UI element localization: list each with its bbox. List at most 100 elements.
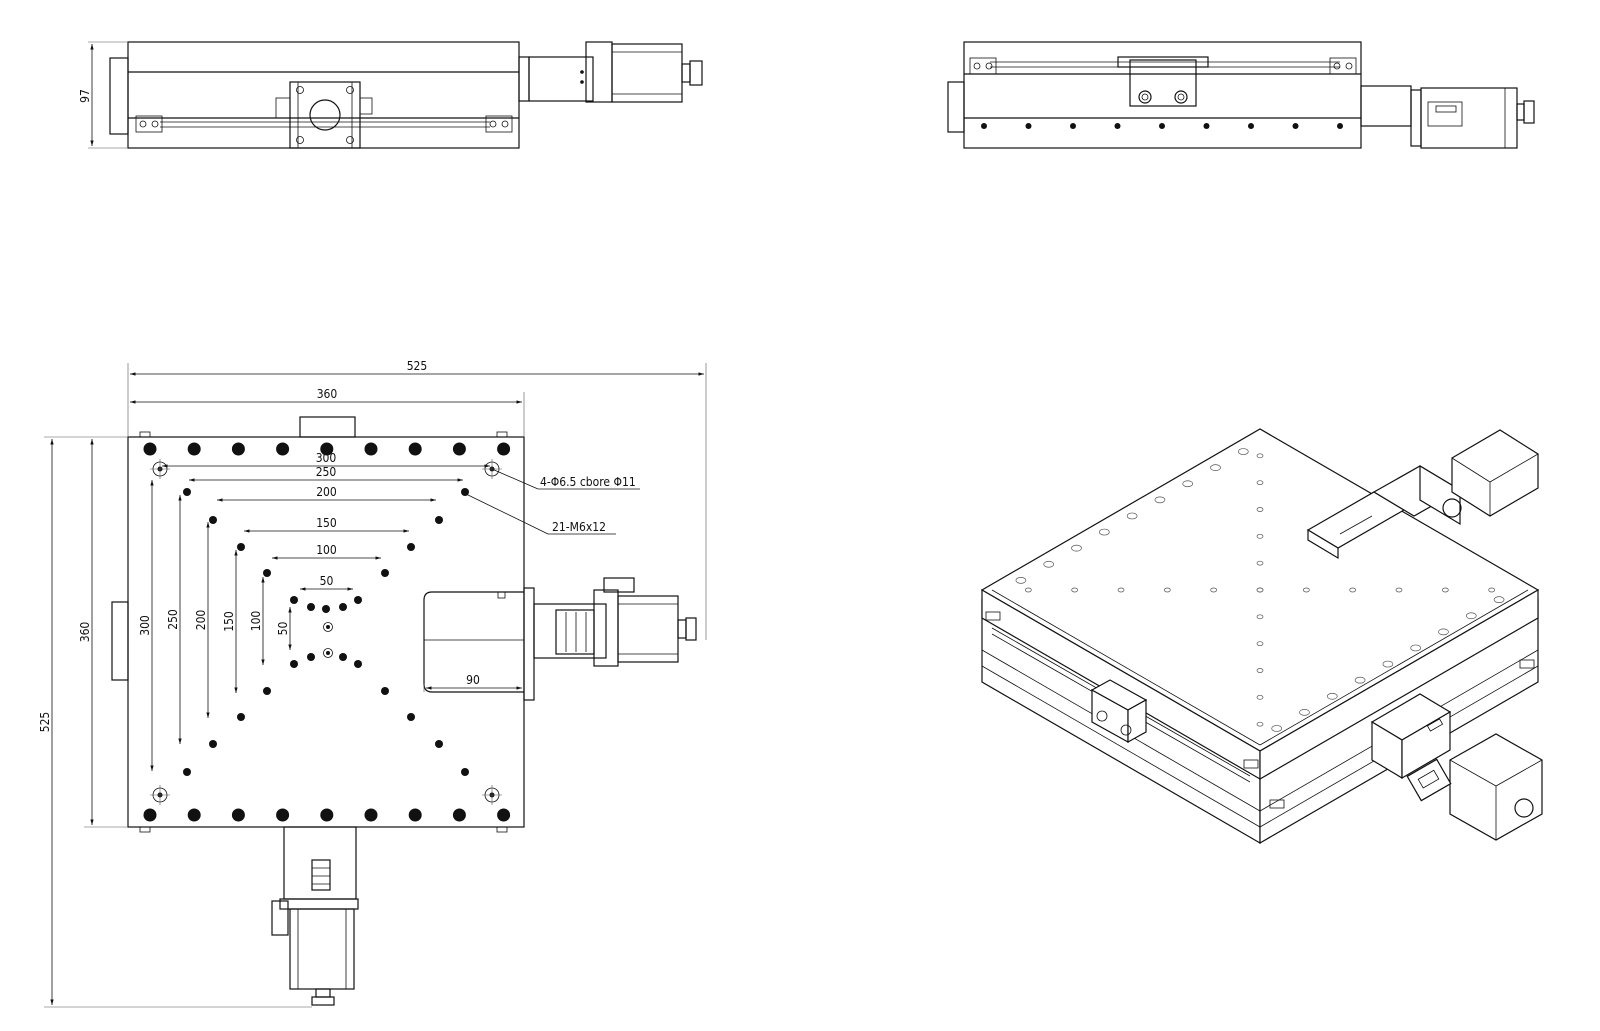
- side-bottom-holes: [981, 123, 1343, 129]
- iso-diag-hole: [1024, 587, 1032, 593]
- iso-edge-hole: [1126, 512, 1138, 520]
- callout-cbore: 4-Φ6.5 cbore Φ11: [540, 475, 636, 489]
- edge-hole-top: [143, 442, 157, 456]
- iso-edge-hole: [1438, 628, 1449, 636]
- iso-diag-hole: [1256, 560, 1264, 566]
- cbore-holes: [150, 459, 502, 805]
- iso-diag-hole: [1395, 587, 1403, 593]
- edge-hole-bottom: [497, 808, 511, 822]
- tapped-hole: [307, 603, 315, 611]
- tapped-hole: [407, 543, 415, 551]
- spacing-dim-label: 100: [316, 543, 337, 557]
- tapped-hole: [183, 488, 191, 496]
- dim-height-97: 97: [78, 89, 92, 103]
- tapped-hole: [263, 687, 271, 695]
- tapped-hole: [339, 603, 347, 611]
- iso-edge-hole: [1354, 676, 1366, 684]
- side-hole: [1248, 123, 1254, 129]
- iso-edge-hole: [1271, 725, 1283, 732]
- iso-edge-hole: [1237, 448, 1249, 455]
- edge-hole-bottom: [276, 808, 290, 822]
- callouts: 4-Φ6.5 cbore Φ11 21-M6x12: [465, 468, 640, 535]
- iso-edge-hole: [1465, 612, 1477, 620]
- iso-diag-hole: [1071, 587, 1079, 593]
- iso-diag-hole: [1256, 453, 1264, 459]
- isometric-view: [980, 428, 1543, 845]
- side-hole: [1070, 123, 1076, 129]
- edge-hole-bottom: [231, 808, 245, 822]
- edge-hole-bottom: [364, 808, 378, 822]
- iso-edge-hole: [1182, 480, 1194, 488]
- tapped-hole: [381, 569, 389, 577]
- iso-diag-hole: [1256, 480, 1264, 486]
- edge-hole-top: [231, 442, 245, 456]
- iso-edge-hole: [1382, 660, 1394, 668]
- tapped-hole: [435, 740, 443, 748]
- iso-edge-hole: [1210, 464, 1221, 471]
- tapped-hole: [381, 687, 389, 695]
- callout-tapped: 21-M6x12: [552, 520, 606, 534]
- iso-diag-hole: [1117, 587, 1125, 593]
- iso-diag-hole: [1256, 668, 1264, 673]
- side-hole: [981, 123, 987, 129]
- tapped-hole: [307, 653, 315, 661]
- dim-overall-height: 525: [38, 712, 52, 733]
- spacing-dim-label: 150: [316, 516, 337, 530]
- spacing-dim-label: 250: [316, 465, 337, 479]
- iso-edge-hole: [1071, 544, 1082, 552]
- side-hole: [1203, 123, 1210, 129]
- spacing-dim-label: 250: [166, 609, 180, 630]
- iso-hole-pattern: [1015, 448, 1505, 732]
- dim-bracket-width: 90: [466, 673, 480, 687]
- edge-hole-bottom: [452, 808, 466, 822]
- iso-edge-hole: [1098, 528, 1110, 536]
- iso-diag-hole: [1256, 694, 1264, 700]
- iso-edge-hole: [1410, 644, 1422, 652]
- iso-diag-hole: [1256, 721, 1264, 727]
- dim-overall-width: 525: [407, 359, 428, 373]
- tapped-hole: [183, 768, 191, 776]
- edge-hole-top: [497, 442, 511, 456]
- edge-hole-top: [408, 442, 422, 456]
- dim-table-height: 360: [78, 622, 92, 643]
- dim-table-width: 360: [317, 387, 338, 401]
- iso-edge-hole: [1493, 596, 1505, 604]
- iso-edge-hole: [1043, 560, 1055, 568]
- tapped-hole: [263, 569, 271, 577]
- edge-hole-top: [320, 442, 334, 456]
- side-hole: [1337, 123, 1343, 129]
- tapped-hole: [435, 516, 443, 524]
- iso-diag-hole: [1256, 614, 1264, 620]
- tapped-hole: [354, 660, 362, 668]
- side-hole: [1292, 123, 1299, 129]
- spacing-dim-label: 300: [316, 451, 337, 465]
- spacing-dim-label: 50: [320, 574, 334, 588]
- edge-hole-top: [452, 442, 466, 456]
- spacing-dim-label: 300: [138, 615, 152, 636]
- edge-hole-bottom: [143, 808, 157, 822]
- tapped-hole: [237, 713, 245, 721]
- iso-diag-hole: [1210, 587, 1218, 593]
- iso-diag-hole: [1256, 533, 1264, 539]
- tapped-hole: [461, 488, 469, 496]
- spacing-dim-label: 200: [194, 610, 208, 631]
- iso-diag-hole: [1163, 587, 1171, 593]
- tapped-hole: [209, 516, 217, 524]
- iso-diag-hole: [1349, 587, 1357, 593]
- iso-diag-hole: [1302, 587, 1310, 593]
- tapped-hole: [461, 768, 469, 776]
- tapped-hole: [290, 660, 298, 668]
- spacing-dim-label: 50: [276, 622, 290, 636]
- plan-view: [111, 416, 697, 1006]
- edge-hole-top: [364, 442, 378, 456]
- front-view: 97: [78, 41, 703, 149]
- plan-hole-pattern: [143, 442, 511, 822]
- tapped-hole: [354, 596, 362, 604]
- edge-hole-top: [276, 442, 290, 456]
- iso-edge-hole: [1015, 576, 1027, 584]
- edge-hole-bottom: [187, 808, 201, 822]
- tapped-hole: [290, 596, 298, 604]
- iso-diag-hole: [1441, 587, 1449, 593]
- center-holes: [323, 622, 333, 658]
